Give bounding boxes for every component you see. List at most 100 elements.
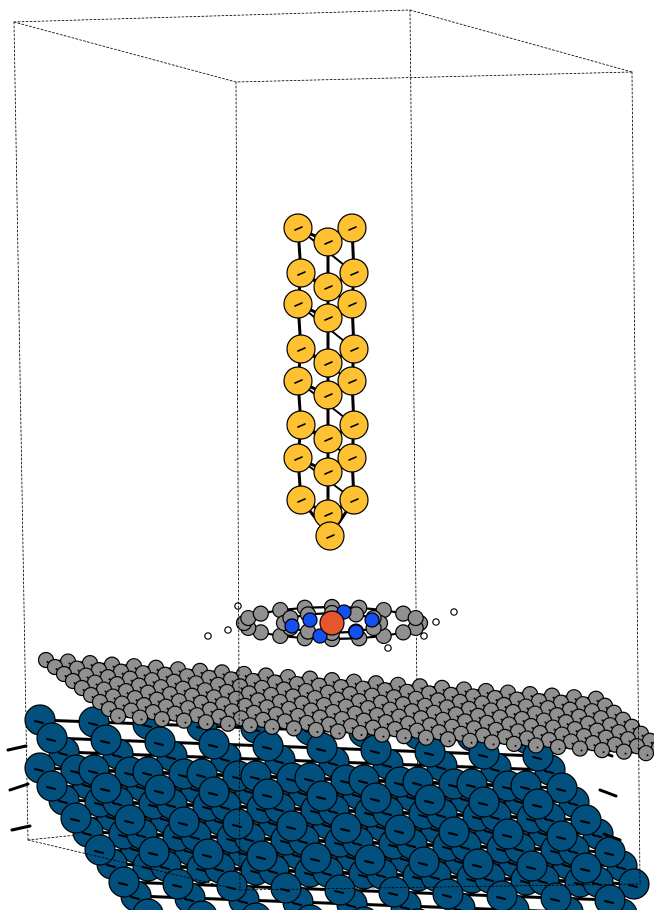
- slab-bond-stub: [460, 846, 470, 850]
- substrate-atom: [570, 804, 602, 836]
- atom-mark: [610, 726, 613, 729]
- slab-bond-stub: [244, 838, 254, 842]
- slab-bond-stub: [424, 800, 434, 804]
- atom-mark: [206, 723, 209, 726]
- carbon-atom: [175, 712, 193, 729]
- slab-bond-stub: [250, 870, 260, 874]
- atom-mark: [394, 698, 397, 701]
- slab-bond-stub: [454, 908, 464, 910]
- slab-bond-stub: [400, 906, 410, 910]
- slab-bond-stub: [346, 904, 356, 908]
- gold-bond-stub: [348, 379, 357, 384]
- slab-bond-stub: [292, 902, 302, 906]
- substrate-atom: [462, 848, 494, 880]
- atom-mark: [117, 685, 120, 688]
- atom-mark: [632, 727, 635, 730]
- cell-edge: [631, 71, 641, 885]
- gold-bond-stub: [324, 393, 333, 398]
- atom-mark: [443, 720, 446, 723]
- carbon-atom: [417, 729, 435, 746]
- slab-bond-stub: [496, 896, 506, 900]
- slab-bond-stub: [382, 764, 392, 768]
- slab-bond-stub: [34, 768, 44, 772]
- slab-bond-stub: [352, 794, 362, 798]
- slab-bond-stub: [238, 852, 248, 856]
- slab-bond-stub: [214, 820, 224, 824]
- gold-bond-stub: [348, 226, 357, 231]
- slab-bond-stub: [250, 776, 260, 780]
- carbon-atom: [219, 715, 237, 732]
- slab-bond-stub: [82, 784, 92, 788]
- atom-mark: [320, 718, 323, 721]
- atom-mark: [219, 717, 222, 720]
- slab-bond-stub: [550, 850, 560, 854]
- atom-mark: [615, 745, 618, 748]
- atom-mark: [140, 718, 143, 721]
- atom-mark: [201, 703, 204, 706]
- atom-mark: [175, 714, 178, 717]
- carbon-atom: [263, 718, 281, 735]
- carbon-atom: [351, 724, 369, 742]
- atom-mark: [504, 706, 507, 708]
- atom-mark: [363, 689, 366, 692]
- substrate-atom: [486, 880, 518, 910]
- atom-mark: [183, 689, 186, 692]
- carbon-atom: [461, 732, 479, 749]
- carbon-atom: [153, 710, 171, 728]
- substrate-atom: [192, 838, 224, 870]
- metal-center-atom: [319, 610, 345, 636]
- atom-mark: [536, 746, 539, 749]
- atom-mark: [417, 731, 420, 734]
- slab-bond-stub: [388, 892, 398, 896]
- substrate-atom: [132, 898, 164, 910]
- substrate-atom: [276, 810, 308, 842]
- slab-bond-stub: [364, 860, 374, 864]
- substrate-atom: [438, 816, 470, 848]
- slab-bond-stub: [364, 812, 374, 816]
- atom-mark: [461, 734, 464, 737]
- atom-mark: [386, 723, 389, 726]
- atom-mark: [518, 732, 521, 735]
- atom-mark: [341, 688, 344, 691]
- slab-bond-stub: [388, 844, 398, 848]
- substrate-atom: [516, 850, 548, 882]
- gold-bond-stub: [324, 512, 333, 517]
- slab-bond-stub: [58, 752, 68, 756]
- slab-bond-stub: [316, 748, 326, 752]
- slab-bond-stub: [352, 842, 362, 846]
- slab-bond-stub: [94, 850, 104, 854]
- substrate-atom: [594, 884, 626, 910]
- atom-mark: [513, 713, 516, 715]
- substrate-atom: [324, 874, 356, 906]
- atom-mark: [583, 705, 586, 708]
- slab-bond-stub: [472, 864, 482, 868]
- atom-mark: [482, 704, 485, 707]
- atom-mark: [360, 734, 363, 737]
- slab-bond-stub: [298, 840, 308, 844]
- atom-mark: [284, 690, 287, 693]
- atom-mark: [381, 703, 384, 706]
- atom-mark: [584, 737, 587, 740]
- atom-mark: [196, 684, 199, 687]
- atom-mark: [395, 730, 398, 733]
- slab-bond-stub: [448, 832, 458, 836]
- slab-bond-stub: [184, 898, 194, 902]
- slab-bond-stub: [142, 772, 152, 776]
- slab-bond-stub: [334, 842, 344, 846]
- slab-bond-stub: [256, 808, 266, 812]
- slab-bond-stub: [202, 806, 212, 810]
- slab-bond-stub: [628, 884, 638, 888]
- atom-mark: [73, 682, 76, 684]
- atom-mark: [91, 696, 94, 698]
- atom-mark: [364, 721, 367, 724]
- slab-bond-stub: [436, 766, 446, 770]
- atom-mark: [469, 709, 472, 712]
- slab-bond-stub: [106, 864, 116, 868]
- atom-mark: [464, 690, 467, 693]
- slab-bond-stub: [466, 878, 476, 882]
- substrate-atom: [36, 722, 68, 754]
- slab-edge-bond: [602, 832, 622, 842]
- substrate-atom: [522, 788, 554, 820]
- atom-mark: [134, 667, 137, 670]
- substrate-atom: [354, 906, 374, 910]
